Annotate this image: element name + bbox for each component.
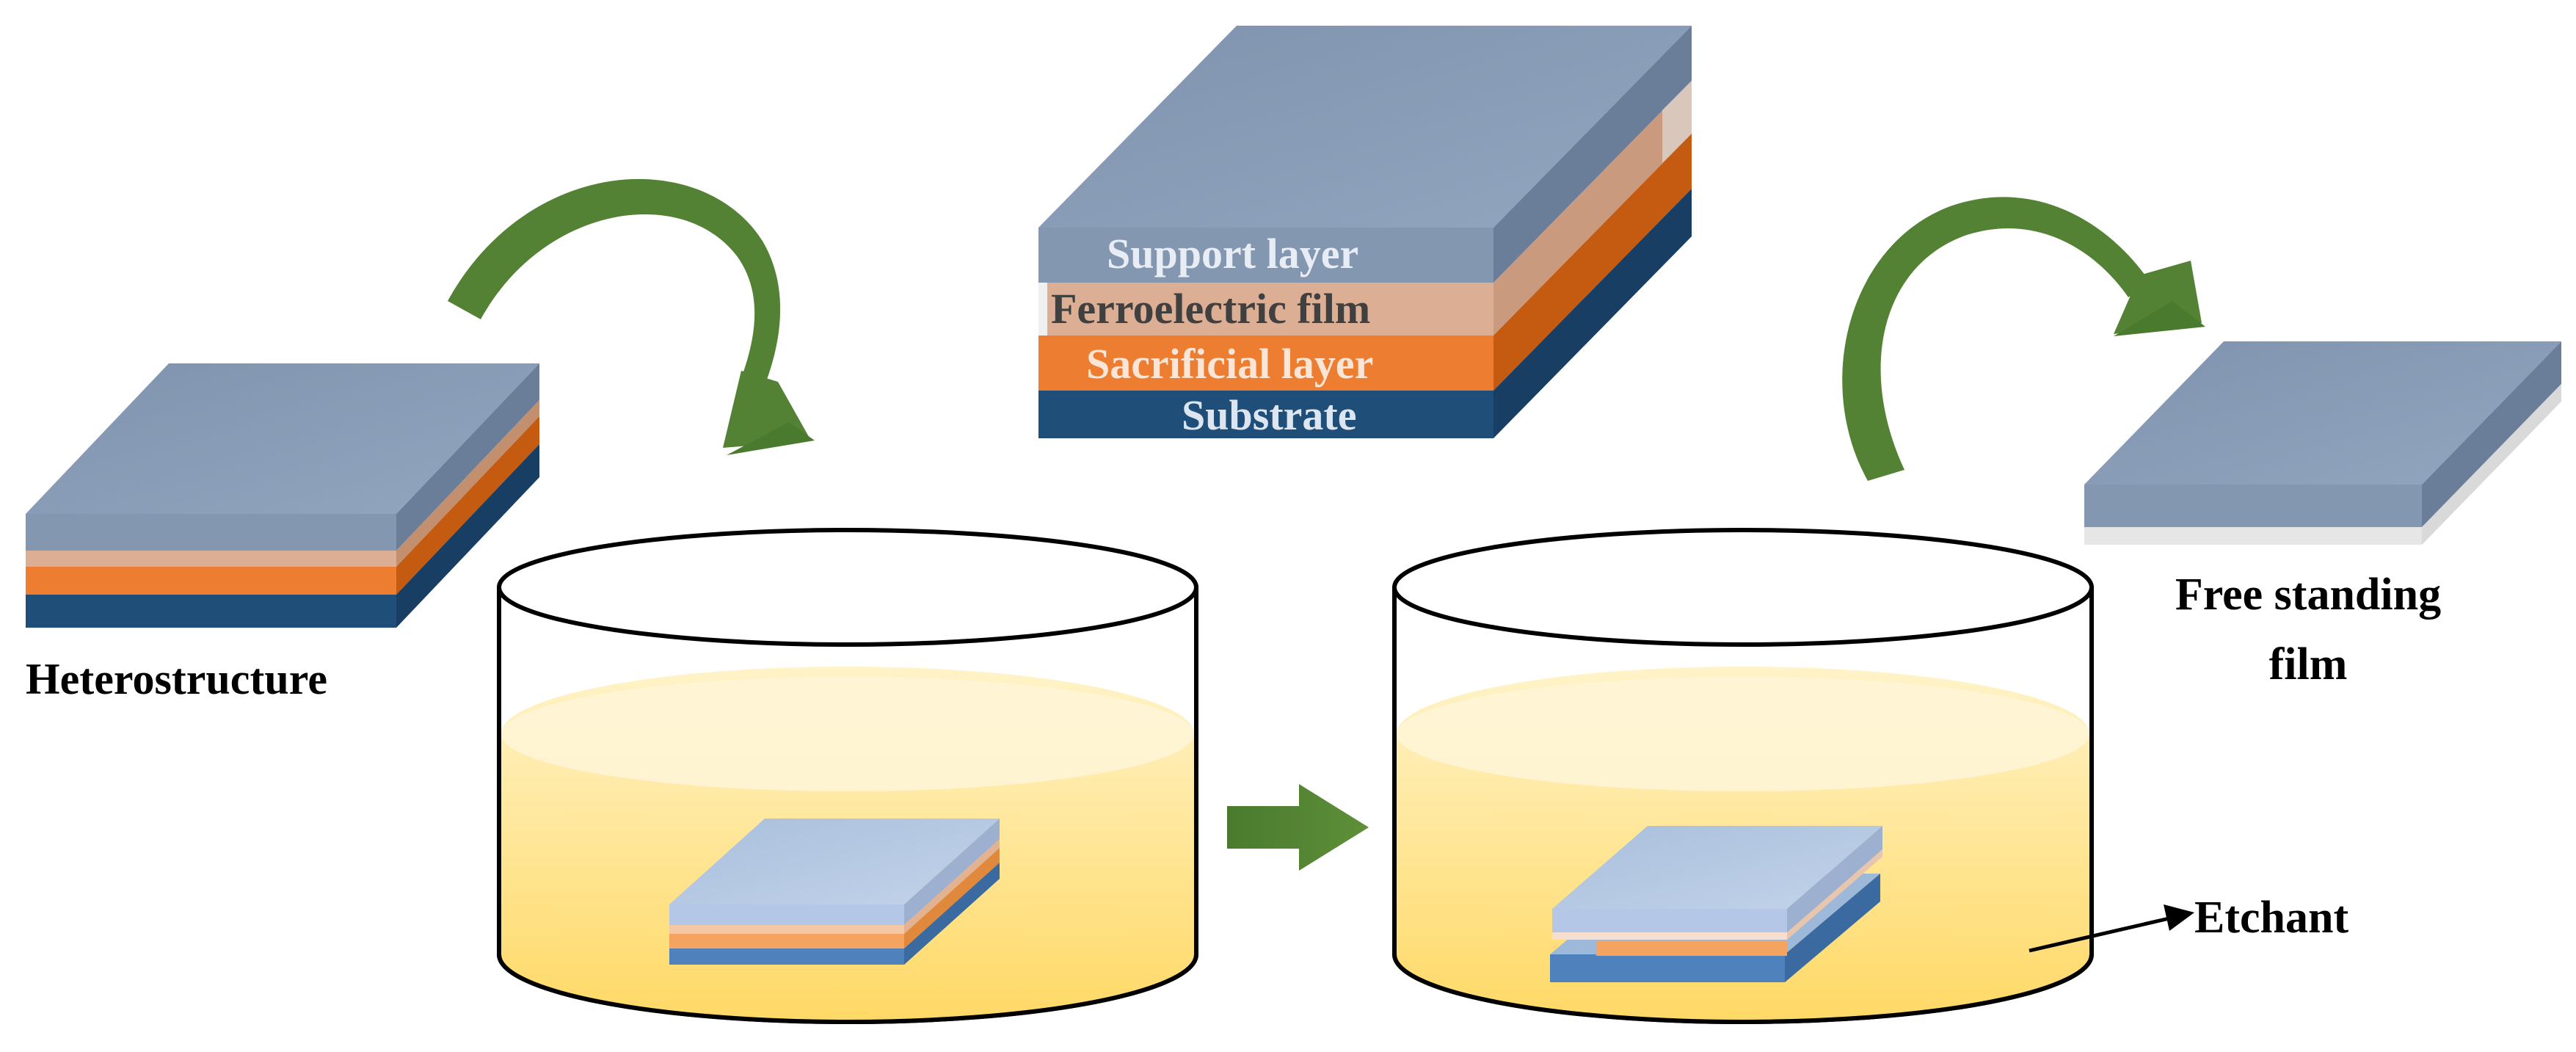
substrate-layer-label: Substrate	[1182, 391, 1356, 439]
support-layer	[1038, 228, 1493, 283]
curved-arrow-right	[1842, 197, 2205, 481]
sacrificial-layer-label: Sacrificial layer	[1086, 340, 1373, 388]
substrate-layer	[1038, 391, 1493, 438]
layer-structure-diagram	[1038, 26, 1692, 438]
etchant-label: Etchant	[2194, 893, 2348, 943]
free-standing-film	[2084, 341, 2561, 545]
ferroelectric-layer	[1038, 283, 1493, 335]
heterostructure-block	[26, 363, 539, 628]
separating-sample-right	[1550, 826, 1882, 982]
sacrificial-layer	[1038, 335, 1493, 391]
straight-arrow	[1227, 784, 1369, 871]
free-standing-label-line1: Free standing	[2175, 570, 2441, 620]
sample-in-etchant-left	[669, 819, 1000, 965]
support-layer-label: Support layer	[1107, 230, 1358, 277]
heterostructure-label: Heterostructure	[26, 655, 327, 703]
curved-arrow-left	[448, 178, 815, 455]
free-standing-label-line2: film	[2269, 639, 2348, 689]
ferroelectric-layer-label: Ferroelectric film	[1051, 285, 1370, 333]
etchant-pointer	[2029, 904, 2194, 953]
